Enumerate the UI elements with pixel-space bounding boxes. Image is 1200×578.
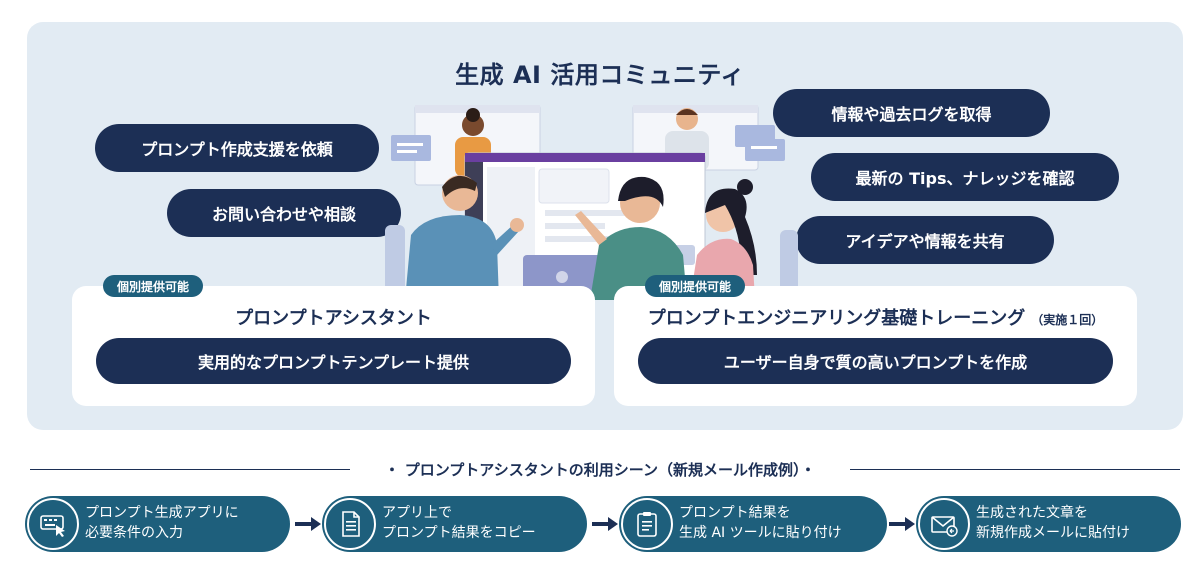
page-title: 生成 AI 活用コミュニティ (455, 61, 745, 89)
bubble-get-info: 情報や過去ログを取得 (773, 89, 1050, 137)
individual-offering-badge: 個別提供可能 (103, 275, 204, 297)
card-feature-pill: ユーザー自身で質の高いプロンプトを作成 (638, 338, 1113, 384)
card-title: プロンプトエンジニアリング基礎トレーニング（実施１回） (647, 308, 1104, 329)
keyboard-click-icon (27, 498, 79, 550)
clipboard-icon (621, 498, 673, 550)
step-4: 生成された文章を新規作成メールに貼付け (916, 496, 1181, 552)
card-title: プロンプトアシスタント (235, 308, 432, 329)
individual-offering-badge: 個別提供可能 (645, 275, 746, 297)
step-text: プロンプト生成アプリに必要条件の入力 (85, 505, 239, 541)
prompt-engineering-training-card: プロンプトエンジニアリング基礎トレーニング（実施１回） ユーザー自身で質の高いプ… (614, 286, 1137, 406)
document-icon (324, 498, 376, 550)
card-feature-pill: 実用的なプロンプトテンプレート提供 (96, 338, 571, 384)
mail-reply-icon (918, 498, 970, 550)
bubble-check-tips: 最新の Tips、ナレッジを確認 (811, 153, 1119, 201)
step-text: プロンプト結果を生成 AI ツールに貼り付け (679, 505, 842, 541)
section-title: ・ プロンプトアシスタントの利用シーン（新規メール作成例）・ (0, 459, 1200, 480)
step-3: プロンプト結果を生成 AI ツールに貼り付け (619, 496, 887, 552)
step-text: 生成された文章を新規作成メールに貼付け (976, 505, 1130, 541)
prompt-assistant-card: プロンプトアシスタント 実用的なプロンプトテンプレート提供 (72, 286, 595, 406)
arrow-right-icon (592, 517, 618, 531)
arrow-right-icon (889, 517, 915, 531)
step-text: アプリ上でプロンプト結果をコピー (382, 505, 536, 541)
collaboration-illustration (385, 105, 798, 300)
bubble-request-prompt-support: プロンプト作成支援を依頼 (95, 124, 379, 172)
arrow-right-icon (295, 517, 321, 531)
bubble-share-ideas: アイデアや情報を共有 (796, 216, 1054, 264)
section-divider-right (850, 469, 1180, 470)
section-divider-left (30, 469, 350, 470)
step-2: アプリ上でプロンプト結果をコピー (322, 496, 587, 552)
step-1: プロンプト生成アプリに必要条件の入力 (25, 496, 290, 552)
bubble-inquiry: お問い合わせや相談 (167, 189, 401, 237)
